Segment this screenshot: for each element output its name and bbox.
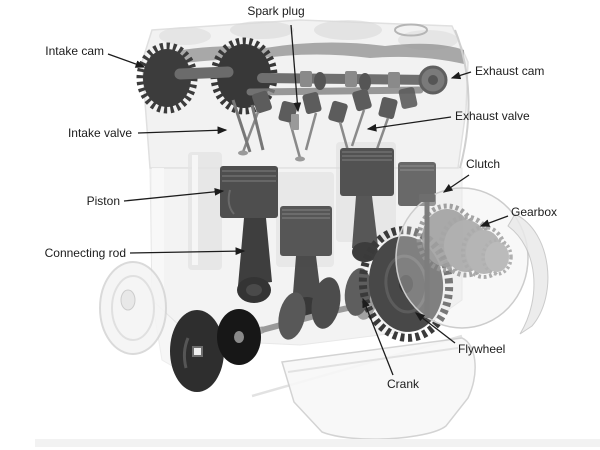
label-crank: Crank xyxy=(387,377,420,391)
leader-spark-plug xyxy=(290,24,302,113)
label-clutch: Clutch xyxy=(466,157,501,171)
oil-cap-ring xyxy=(394,23,428,37)
piston-3 xyxy=(340,148,394,196)
label-flywheel: Flywheel xyxy=(458,342,506,356)
leader-exhaust-valve xyxy=(366,116,452,132)
leader-piston xyxy=(123,187,225,202)
oil-pan xyxy=(251,334,476,440)
front-pulleys xyxy=(99,261,261,392)
leader-crank xyxy=(362,297,394,376)
leader-clutch xyxy=(442,174,470,193)
pistons xyxy=(220,148,436,256)
bottom-strip xyxy=(35,439,600,447)
label-intake-cam: Intake cam xyxy=(45,44,104,58)
label-gearbox: Gearbox xyxy=(511,205,558,219)
label-intake-valve: Intake valve xyxy=(67,126,132,140)
label-exhaust-valve: Exhaust valve xyxy=(455,109,530,123)
piston-2 xyxy=(280,206,332,256)
leader-exhaust-cam xyxy=(450,71,472,80)
leader-lines xyxy=(107,24,509,376)
label-piston: Piston xyxy=(86,194,120,208)
gearbox-gears xyxy=(416,203,513,279)
leader-intake-cam xyxy=(107,53,146,68)
leader-gearbox xyxy=(479,215,509,227)
label-exhaust-cam: Exhaust cam xyxy=(475,64,545,78)
leader-connecting-rod xyxy=(129,247,246,256)
camshafts xyxy=(174,65,448,96)
spark-plug-part xyxy=(291,114,299,130)
leader-intake-valve xyxy=(137,126,228,135)
leader-flywheel xyxy=(414,312,456,344)
piston-1 xyxy=(220,166,278,218)
label-spark-plug: Spark plug xyxy=(247,4,305,18)
valve-springs xyxy=(252,87,418,124)
clutch-bolt xyxy=(419,194,435,318)
label-connecting-rod: Connecting rod xyxy=(44,246,126,260)
